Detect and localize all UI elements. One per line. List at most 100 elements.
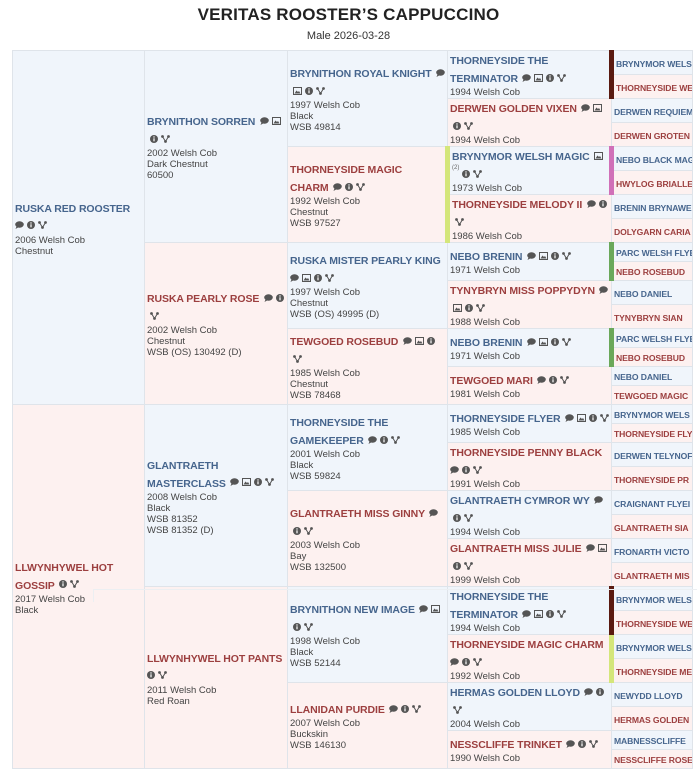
info-icon[interactable] [305,86,313,95]
horse-name-link[interactable]: NEBO BRENIN [450,337,523,349]
comment-icon[interactable] [436,69,445,77]
comment-icon[interactable] [259,117,269,125]
horse-name-link[interactable]: NESSCLIFFE TRINKET [450,739,562,751]
tree-icon[interactable] [557,73,567,82]
tree-icon[interactable] [304,526,313,535]
comment-icon[interactable] [537,376,547,384]
info-icon[interactable] [453,561,461,570]
image-icon[interactable] [302,273,311,282]
info-icon[interactable] [293,622,301,631]
tree-icon[interactable] [557,609,567,618]
horse-name-link[interactable]: GLANTRAETH MIS [614,570,690,581]
info-icon[interactable] [345,182,354,191]
image-icon[interactable] [538,251,548,260]
image-icon[interactable] [534,73,544,82]
tree-icon[interactable] [38,221,47,230]
image-icon[interactable] [453,303,462,312]
comment-icon[interactable] [429,509,439,517]
comment-icon[interactable] [15,221,24,230]
comment-icon[interactable] [333,183,342,191]
info-icon[interactable] [27,221,35,230]
tree-icon[interactable] [455,217,464,226]
horse-name-link[interactable]: RUSKA RED ROOSTER [15,202,131,215]
info-icon[interactable] [293,526,301,535]
horse-name-link[interactable]: BRYNYMOR WELS [616,642,692,653]
image-icon[interactable] [431,604,441,613]
horse-name-link[interactable]: THORNEYSIDE FLYER [450,413,561,425]
info-icon[interactable] [147,671,155,680]
tree-icon[interactable] [158,671,167,680]
horse-name-link[interactable]: DERWEN GROTEN [614,130,690,141]
tree-icon[interactable] [560,375,570,384]
horse-name-link[interactable]: PARC WELSH FLYE [616,248,693,258]
horse-name-link[interactable]: NEBO DANIEL [614,372,673,382]
horse-name-link[interactable]: NESSCLIFFE ROSE [614,755,693,765]
horse-name-link[interactable]: THORNEYSIDE ME [616,666,692,677]
image-icon[interactable] [414,336,424,345]
horse-name-link[interactable]: NEBO ROSEBUD [616,267,685,277]
comment-icon[interactable] [527,338,536,346]
horse-name-link[interactable]: GLANTRAETH CYMROR WY [450,495,590,507]
info-icon[interactable] [462,465,470,474]
info-icon[interactable] [578,739,587,748]
tree-icon[interactable] [473,169,483,178]
horse-name-link[interactable]: DERWEN TELYNOF [614,450,693,461]
horse-name-link[interactable]: THORNEYSIDE WE [616,82,693,93]
comment-icon[interactable] [263,294,273,302]
horse-name-link[interactable]: TEWGOED ROSEBUD [290,336,399,348]
horse-name-link[interactable]: THORNEYSIDE THE GAMEKEEPER [290,417,389,447]
horse-name-link[interactable]: GLANTRAETH MASTERCLASS [147,459,226,490]
horse-name-link[interactable]: GLANTRAETH MISS JULIE [450,543,582,555]
comment-icon[interactable] [594,496,604,504]
tree-icon[interactable] [391,435,401,444]
horse-name-link[interactable]: PARC WELSH FLYE [616,334,693,344]
horse-name-link[interactable]: FRONARTH VICTO [614,546,690,557]
info-icon[interactable] [380,435,389,444]
tree-icon[interactable] [70,580,80,589]
horse-name-link[interactable]: LLWYNHYWEL HOT GOSSIP [15,561,114,592]
info-icon[interactable] [401,704,410,713]
info-icon[interactable] [150,134,158,143]
info-icon[interactable] [546,609,555,618]
tree-icon[interactable] [561,337,571,346]
tree-icon[interactable] [589,739,599,748]
horse-name-link[interactable]: THORNEYSIDE MAGIC CHARM [290,164,403,194]
image-icon[interactable] [534,609,544,618]
info-icon[interactable] [462,169,471,178]
image-icon[interactable] [576,413,586,422]
horse-name-link[interactable]: BRYNYMOR WELSH MAGIC [452,151,590,163]
info-icon[interactable] [462,657,470,666]
info-icon[interactable] [596,687,605,696]
horse-name-link[interactable]: LLWYNHYWEL HOT PANTS [147,652,283,665]
tree-icon[interactable] [453,705,462,714]
horse-name-link[interactable]: BRYNYMOR WELS [616,58,692,69]
horse-name-link[interactable]: HERMAS GOLDEN [614,714,690,725]
info-icon[interactable] [598,199,607,208]
info-icon[interactable] [426,336,435,345]
comment-icon[interactable] [584,688,594,696]
horse-name-link[interactable]: THORNEYSIDE PR [614,474,689,485]
info-icon[interactable] [588,413,597,422]
tree-icon[interactable] [473,657,482,666]
horse-name-link[interactable]: THORNEYSIDE PENNY BLACK [450,447,603,459]
comment-icon[interactable] [581,104,591,112]
comment-icon[interactable] [389,705,399,713]
horse-name-link[interactable]: NEWYDD LLOYD [614,690,683,701]
horse-name-link[interactable]: NEBO ROSEBUD [616,353,685,363]
image-icon[interactable] [242,478,252,487]
tree-icon[interactable] [316,86,325,95]
image-icon[interactable] [538,337,548,346]
tree-icon[interactable] [473,465,482,474]
tree-icon[interactable] [476,303,485,312]
tree-icon[interactable] [304,622,313,631]
tree-icon[interactable] [600,413,609,422]
info-icon[interactable] [549,375,558,384]
horse-name-link[interactable]: THORNEYSIDE THE TERMINATOR [450,55,549,85]
comment-icon[interactable] [522,610,532,618]
comment-icon[interactable] [368,436,377,444]
info-icon[interactable] [314,273,322,282]
comment-icon[interactable] [402,337,412,345]
info-icon[interactable] [550,251,559,260]
info-icon[interactable] [59,580,68,589]
tree-icon[interactable] [561,251,571,260]
